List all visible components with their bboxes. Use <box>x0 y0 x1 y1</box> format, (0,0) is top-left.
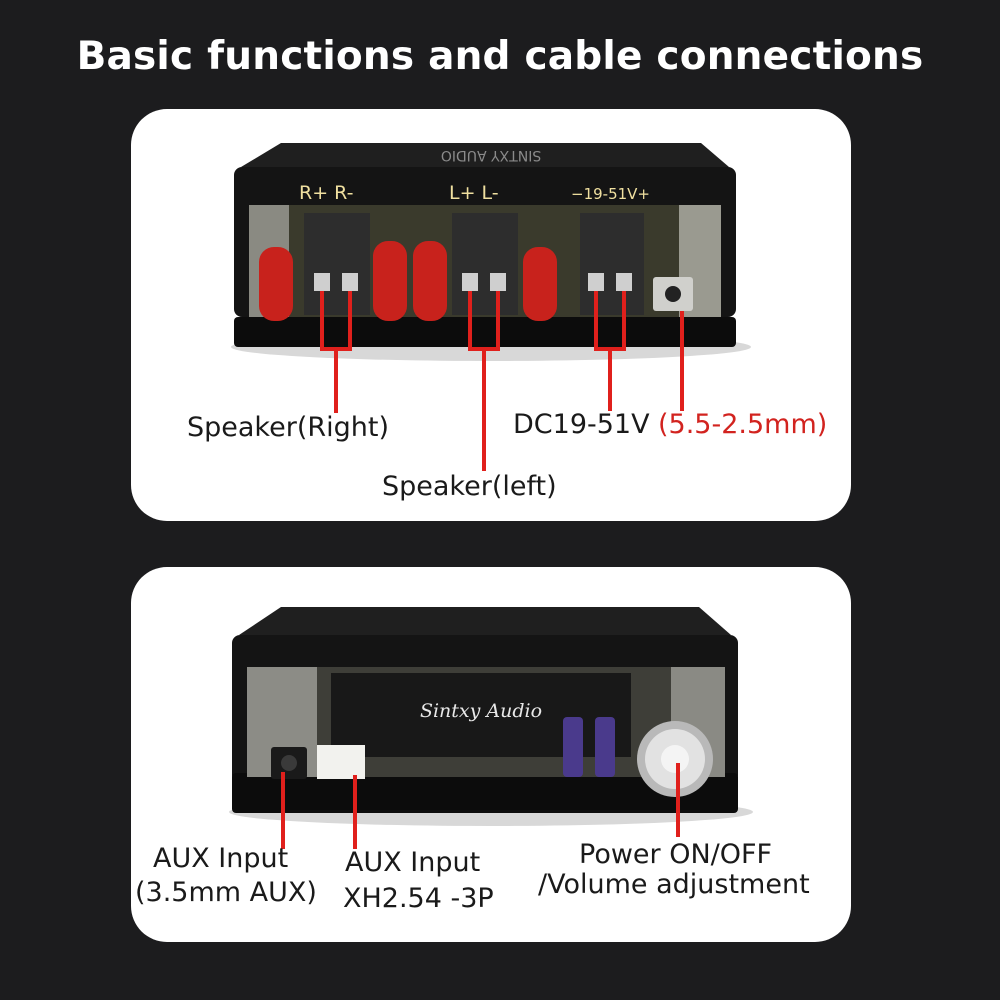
amplifier-front-view: Sintxy Audio <box>229 607 753 849</box>
terminal-block-right <box>304 213 370 315</box>
label-aux-xh-line2: XH2.54 -3P <box>343 883 494 914</box>
label-aux-35-line2: (3.5mm AUX) <box>135 877 317 908</box>
capacitor-purple <box>563 717 583 777</box>
capacitor-red <box>373 241 407 321</box>
svg-text:SINTXY AUDIO: SINTXY AUDIO <box>441 147 541 163</box>
xh-connector <box>317 745 365 779</box>
callout-lines <box>281 763 680 849</box>
silk-right: R+ R- <box>299 182 353 204</box>
bottom-panel: Sintxy Audio AUX Input (3.5mm AUX) AUX I… <box>131 567 851 942</box>
terminal-block-left <box>452 213 518 315</box>
capacitor-purple <box>595 717 615 777</box>
top-panel: SINTXY AUDIO R+ R- <box>131 109 851 521</box>
label-dc-connector: (5.5-2.5mm) <box>658 409 828 440</box>
brand-logo: Sintxy Audio <box>420 700 542 722</box>
capacitor-red <box>259 247 293 321</box>
silk-power: −19-51V+ <box>571 185 650 203</box>
silk-left: L+ L- <box>449 182 499 204</box>
capacitor-red <box>523 247 557 321</box>
label-dc-input: DC19-51V <box>513 409 650 440</box>
page-title: Basic functions and cable connections <box>76 34 924 79</box>
label-speaker-right: Speaker(Right) <box>187 412 389 443</box>
volume-knob-icon <box>637 721 713 797</box>
label-power-line2: /Volume adjustment <box>538 869 810 900</box>
label-power-line1: Power ON/OFF <box>579 839 773 870</box>
capacitor-red <box>413 241 447 321</box>
amplifier-rear-view: SINTXY AUDIO R+ R- <box>231 143 751 471</box>
label-speaker-left: Speaker(left) <box>382 471 557 502</box>
terminal-block-power <box>580 213 644 315</box>
callout-lines <box>320 291 684 471</box>
label-aux-xh-line1: AUX Input <box>345 847 481 878</box>
label-aux-35-line1: AUX Input <box>153 843 289 874</box>
